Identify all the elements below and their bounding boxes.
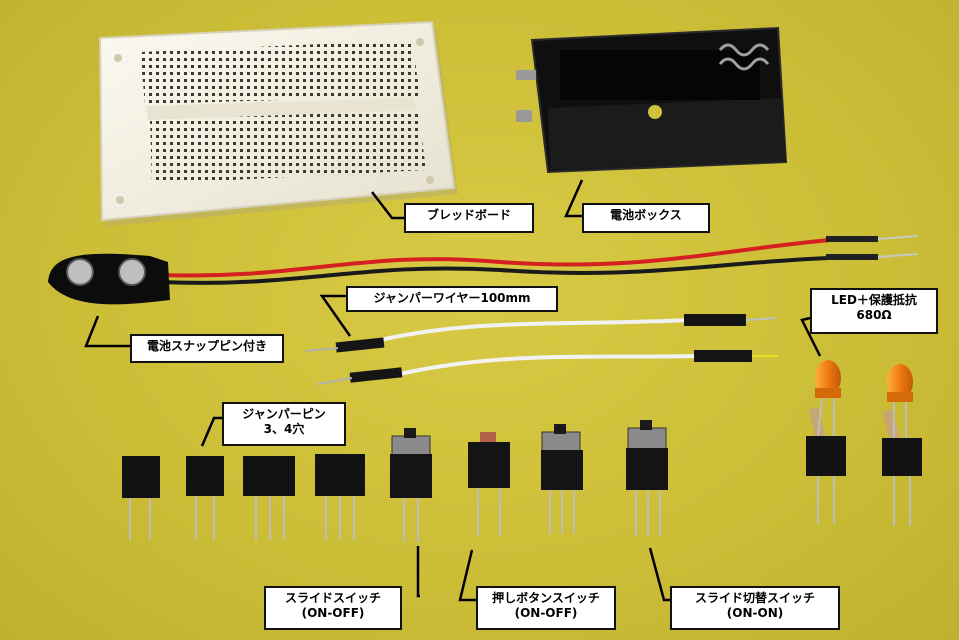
label-push-button-line2: (ON-OFF) <box>514 606 578 620</box>
label-breadboard: ブレッドボード <box>404 203 534 233</box>
slide-switch-three-pin <box>541 424 583 534</box>
leader-lines <box>84 179 822 602</box>
breadboard <box>98 20 458 226</box>
battery-snap <box>48 235 919 305</box>
label-slide-switch-line2: (ON-OFF) <box>301 606 365 620</box>
label-slide-switch: スライドスイッチ (ON-OFF) <box>264 586 402 630</box>
label-push-button: 押しボタンスイッチ (ON-OFF) <box>476 586 616 630</box>
label-battery-snap: 電池スナップピン付き <box>130 334 284 363</box>
label-jumper-pin: ジャンパーピン 3、4穴 <box>222 402 346 446</box>
label-led-resistor-line1: LED＋保護抵抗 <box>831 293 917 307</box>
label-jumper-pin-line2: 3、4穴 <box>263 422 305 436</box>
label-push-button-line1: 押しボタンスイッチ <box>492 591 600 605</box>
slide-switch <box>390 428 432 542</box>
label-battery-box-text: 電池ボックス <box>610 208 682 222</box>
jumper-wires <box>305 314 778 385</box>
label-led-resistor-line2: 680Ω <box>856 308 892 322</box>
label-slide-changeover: スライド切替スイッチ (ON-ON) <box>670 586 840 630</box>
label-led-resistor: LED＋保護抵抗 680Ω <box>810 288 938 334</box>
label-jumper-pin-line1: ジャンパーピン <box>242 407 326 421</box>
slide-changeover-switch <box>626 420 668 536</box>
label-breadboard-text: ブレッドボード <box>426 208 511 222</box>
label-jumper-wire-text: ジャンパーワイヤー100mm <box>373 291 531 305</box>
jumper-pins <box>122 454 365 540</box>
label-battery-snap-text: 電池スナップピン付き <box>146 339 267 353</box>
label-battery-box: 電池ボックス <box>582 203 710 233</box>
battery-box <box>516 26 788 174</box>
label-slide-changeover-line1: スライド切替スイッチ <box>694 591 815 605</box>
label-slide-changeover-line2: (ON-ON) <box>726 606 784 620</box>
led-with-resistor <box>806 360 922 526</box>
label-jumper-wire: ジャンパーワイヤー100mm <box>346 286 558 312</box>
push-button-switch <box>468 432 510 536</box>
label-slide-switch-line1: スライドスイッチ <box>284 591 381 605</box>
